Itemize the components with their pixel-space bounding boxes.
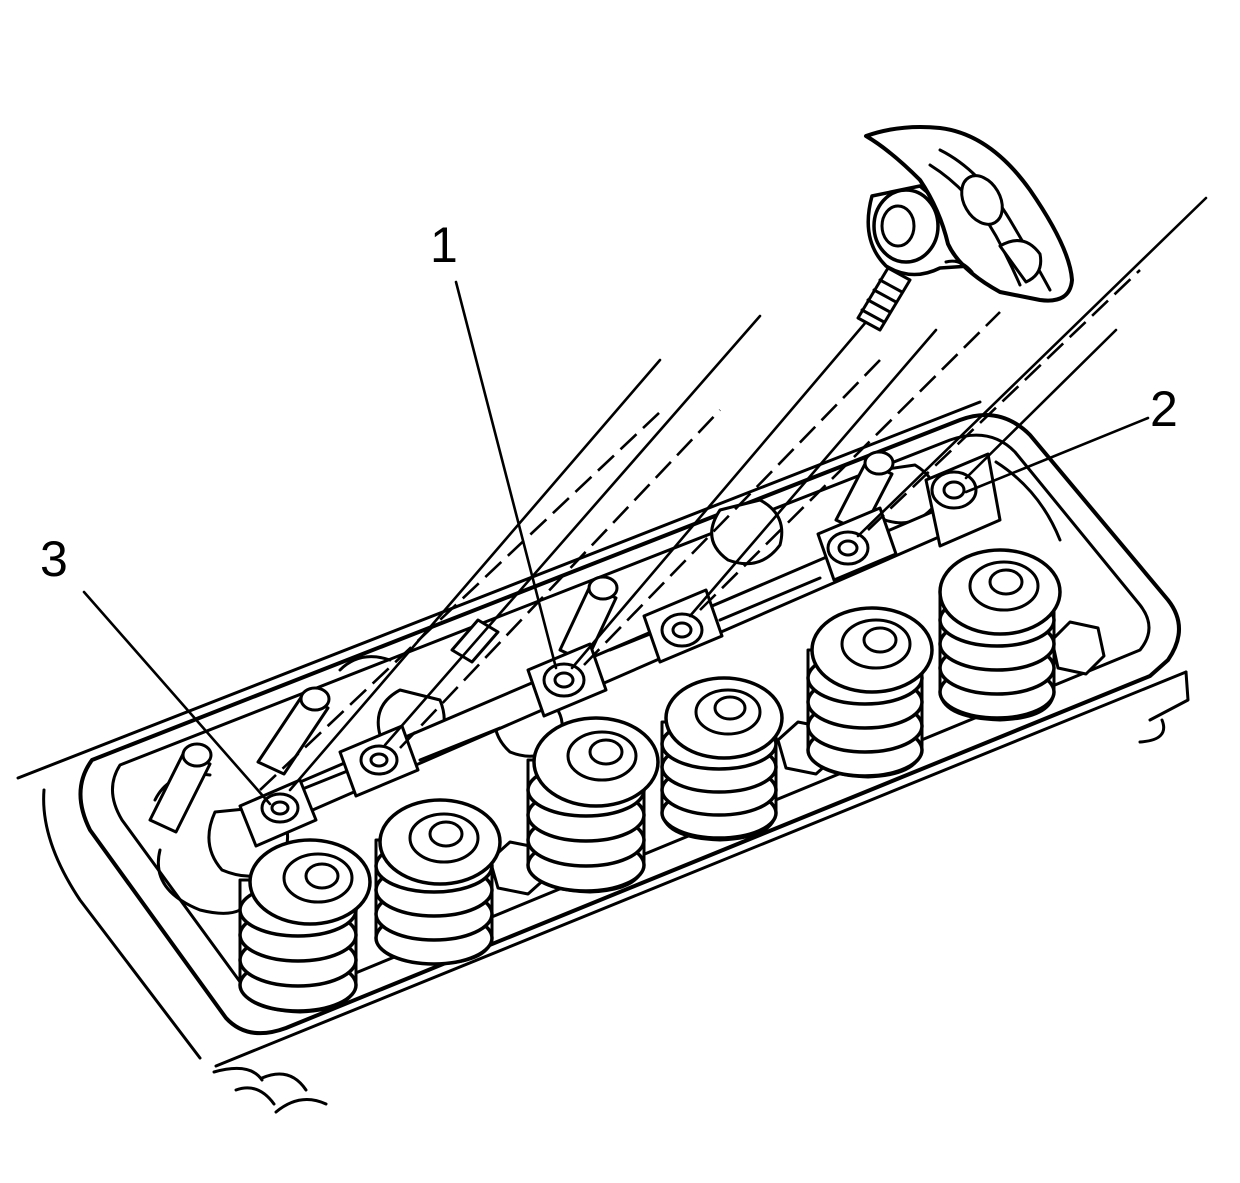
- leader-line-1: [454, 280, 558, 670]
- rocker-arm-nut: [338, 724, 420, 798]
- callout-leaders: [82, 280, 1150, 806]
- pushrods: [148, 450, 895, 834]
- valve-springs: [238, 548, 1062, 1014]
- callout-3: 3: [40, 531, 68, 587]
- valve-spring: [238, 838, 372, 1014]
- pushrod: [148, 742, 213, 834]
- callout-labels: 1 2 3: [40, 217, 1178, 587]
- valve-spring: [526, 716, 660, 894]
- valve-spring: [660, 676, 784, 842]
- rocker-arm-nut: [238, 778, 318, 848]
- pushrod: [256, 686, 331, 776]
- valve-spring: [806, 606, 934, 779]
- leader-line-2: [964, 416, 1150, 494]
- leader-line-3: [82, 590, 272, 806]
- rocker-stud-thread: [856, 266, 912, 332]
- rocker-arm-assembly: [856, 125, 1074, 332]
- rocker-arm-nut: [924, 452, 1002, 548]
- callout-1: 1: [430, 217, 458, 273]
- valve-spring: [938, 548, 1062, 722]
- rocker-arm-nut: [816, 506, 898, 582]
- callout-2: 2: [1150, 381, 1178, 437]
- valve-spring: [374, 798, 502, 966]
- installation-lines: [259, 196, 1208, 792]
